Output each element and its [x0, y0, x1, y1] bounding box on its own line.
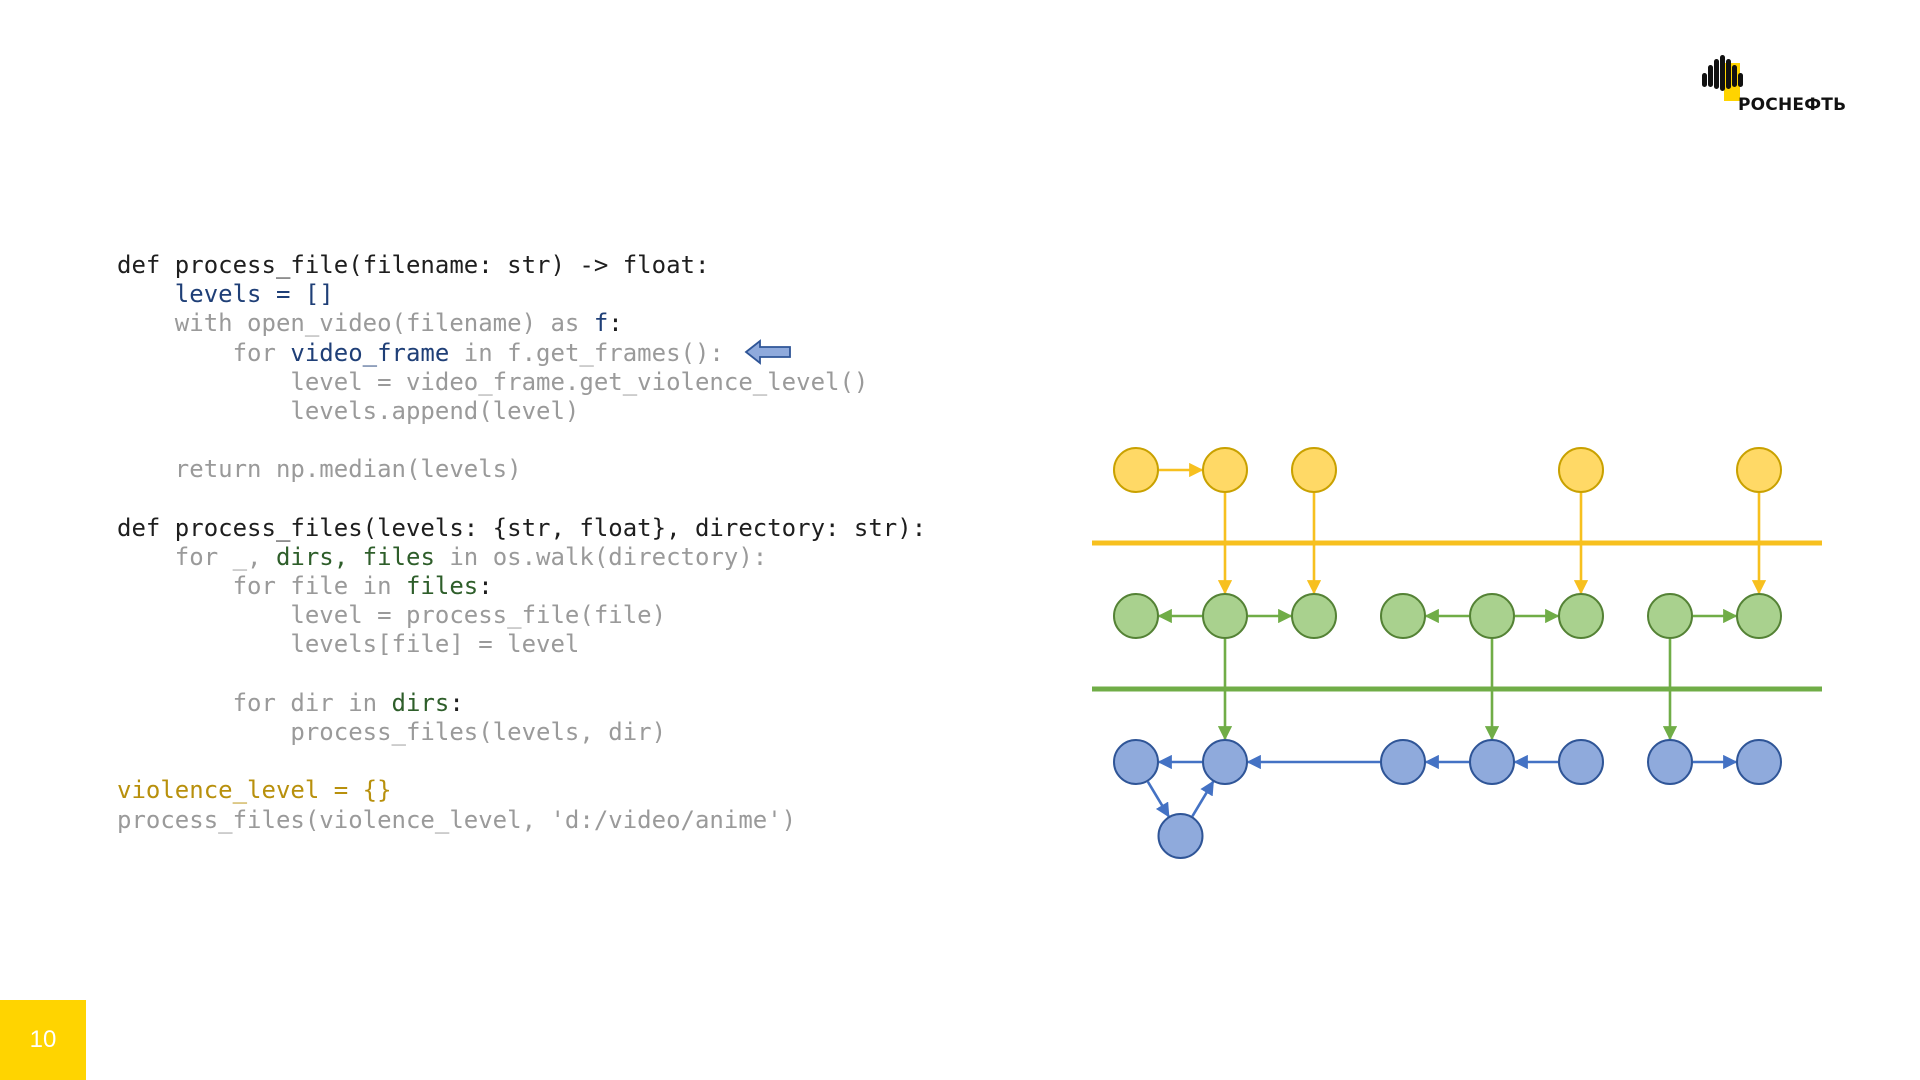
- code-token: level = video_frame.get_violence_level(): [117, 367, 869, 396]
- code-line: for dir in dirs:: [117, 689, 926, 718]
- code-line: process_files(violence_level, 'd:/video/…: [117, 806, 926, 835]
- node-y1: [1113, 447, 1159, 493]
- node-g8: [1736, 593, 1782, 639]
- dependency-diagram: [1092, 447, 1822, 859]
- code-token: violence_level = {}: [117, 776, 392, 805]
- code-line: def process_file(filename: str) -> float…: [117, 251, 926, 280]
- node-g5: [1469, 593, 1515, 639]
- node-b6: [1647, 739, 1693, 785]
- node-y5: [1736, 447, 1782, 493]
- code-token: def process_file(filename: str) -> float…: [117, 251, 710, 279]
- code-token: video_frame: [290, 338, 450, 367]
- node-g2: [1202, 593, 1248, 639]
- code-token: dirs: [391, 688, 450, 717]
- code-token: dirs, files: [275, 542, 435, 571]
- code-line: level = process_file(file): [117, 601, 926, 630]
- node-b7: [1736, 739, 1782, 785]
- code-line: for file in files:: [117, 572, 926, 601]
- node-y2: [1202, 447, 1248, 493]
- code-token: levels.append(level): [117, 396, 580, 425]
- code-line: return np.median(levels): [117, 455, 926, 484]
- code-token: process_files(violence_level, 'd:/video/…: [117, 805, 797, 834]
- code-token: levels[file] = level: [117, 630, 580, 659]
- edge-b1-b8: [1146, 781, 1170, 818]
- node-y4: [1558, 447, 1604, 493]
- code-block: def process_file(filename: str) -> float…: [117, 251, 926, 835]
- node-y3: [1291, 447, 1337, 493]
- code-token: return np.median(levels): [117, 455, 522, 484]
- code-token: with open_video(filename) as: [117, 309, 594, 338]
- node-g7: [1647, 593, 1693, 639]
- node-b2: [1202, 739, 1248, 785]
- code-line: process_files(levels, dir): [117, 718, 926, 747]
- code-token: :: [449, 688, 464, 717]
- page-number: 10: [0, 1000, 86, 1080]
- logo-text: РОСНЕФТЬ: [1738, 95, 1847, 115]
- node-g6: [1558, 593, 1604, 639]
- node-b5: [1558, 739, 1604, 785]
- code-token: for: [117, 338, 291, 367]
- rosneft-logo: [1702, 55, 1743, 101]
- code-line: levels.append(level): [117, 397, 926, 426]
- code-token: in os.walk(directory):: [434, 542, 768, 571]
- left-arrow-icon: [744, 339, 791, 365]
- code-token: files: [405, 572, 479, 601]
- code-line: levels[file] = level: [117, 630, 926, 659]
- rosneft-emblem-icon: [1702, 55, 1743, 101]
- code-token: def process_files(levels: {str, float}, …: [117, 513, 927, 542]
- code-line: def process_files(levels: {str, float}, …: [117, 514, 926, 543]
- code-token: level = process_file(file): [117, 601, 667, 630]
- code-line: [117, 660, 926, 689]
- code-token: :: [478, 572, 493, 601]
- code-token: in f.get_frames():: [449, 338, 724, 367]
- code-token: :: [608, 309, 623, 338]
- node-b4: [1469, 739, 1515, 785]
- code-line: level = video_frame.get_violence_level(): [117, 368, 926, 397]
- code-line: levels = []: [117, 280, 926, 309]
- code-line: for _, dirs, files in os.walk(directory)…: [117, 543, 926, 572]
- code-token: f: [593, 309, 609, 338]
- node-g4: [1380, 593, 1426, 639]
- node-b1: [1113, 739, 1159, 785]
- code-token: for _,: [117, 542, 276, 571]
- code-line: [117, 426, 926, 455]
- code-token: for file in: [117, 572, 406, 601]
- node-b8: [1157, 813, 1204, 859]
- code-line: violence_level = {}: [117, 776, 926, 805]
- code-token: [117, 280, 175, 308]
- code-token: process_files(levels, dir): [117, 718, 667, 746]
- code-line: [117, 747, 926, 776]
- node-g1: [1113, 593, 1159, 639]
- code-token: levels = []: [174, 280, 334, 309]
- edge-b8-b2: [1191, 780, 1215, 817]
- code-token: for dir in: [117, 688, 392, 717]
- node-b3: [1380, 739, 1426, 785]
- node-g3: [1291, 593, 1337, 639]
- code-line: [117, 485, 926, 514]
- code-line: for video_frame in f.get_frames():: [117, 339, 926, 368]
- code-line: with open_video(filename) as f:: [117, 309, 926, 338]
